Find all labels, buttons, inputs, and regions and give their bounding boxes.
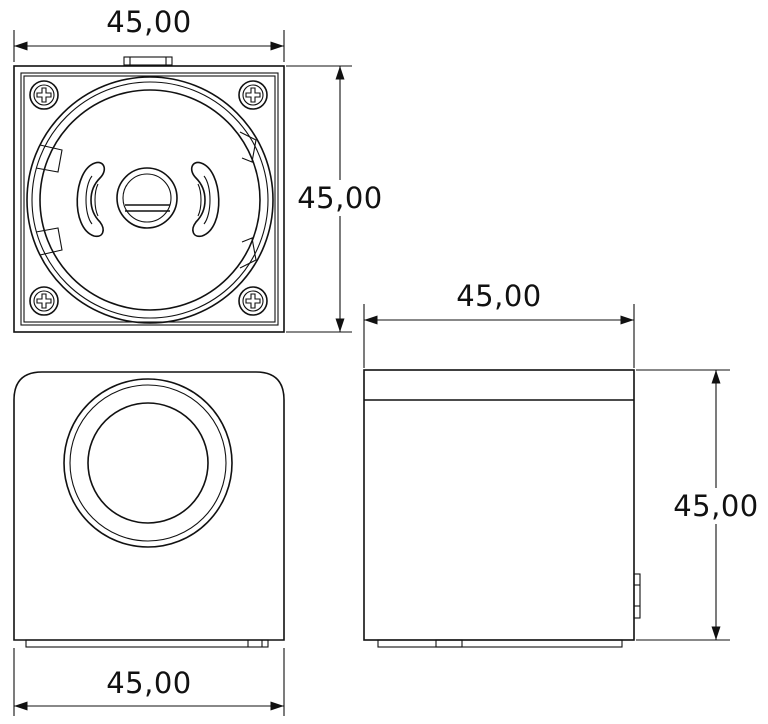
screw-head-cross-icon xyxy=(29,286,59,316)
front-view-body xyxy=(13,371,285,641)
dim-label-side-width: 45,00 xyxy=(456,279,542,313)
top-view: 45,00 45,00 xyxy=(13,5,384,333)
dim-top-width: 45,00 xyxy=(13,5,285,62)
dim-top-height: 45,00 xyxy=(286,65,384,333)
left-slot xyxy=(76,161,106,238)
top-view-inner-frame xyxy=(20,72,279,326)
front-view: 45,00 xyxy=(13,371,285,716)
side-view-body xyxy=(363,369,635,641)
dim-label-side-height: 45,00 xyxy=(673,489,759,523)
dim-front-width: 45,00 xyxy=(13,648,285,716)
dim-side-width: 45,00 xyxy=(363,279,635,368)
side-view: 45,00 45,00 xyxy=(363,279,764,648)
top-view-tab xyxy=(123,56,173,66)
dim-label-top-width: 45,00 xyxy=(106,5,192,39)
right-slot xyxy=(190,161,220,238)
top-view-outer-frame xyxy=(13,65,285,333)
dim-label-front-width: 45,00 xyxy=(106,666,192,700)
front-lens-inner xyxy=(87,402,209,524)
dim-label-top-height: 45,00 xyxy=(297,181,383,215)
screw-head-cross-icon xyxy=(238,286,268,316)
screw-head-cross-icon xyxy=(29,80,59,110)
screw-head-cross-icon xyxy=(238,80,268,110)
top-view-main-ring xyxy=(26,76,274,324)
dim-side-height: 45,00 xyxy=(636,369,764,641)
center-knob xyxy=(116,167,178,229)
front-lens-outer xyxy=(63,378,233,548)
